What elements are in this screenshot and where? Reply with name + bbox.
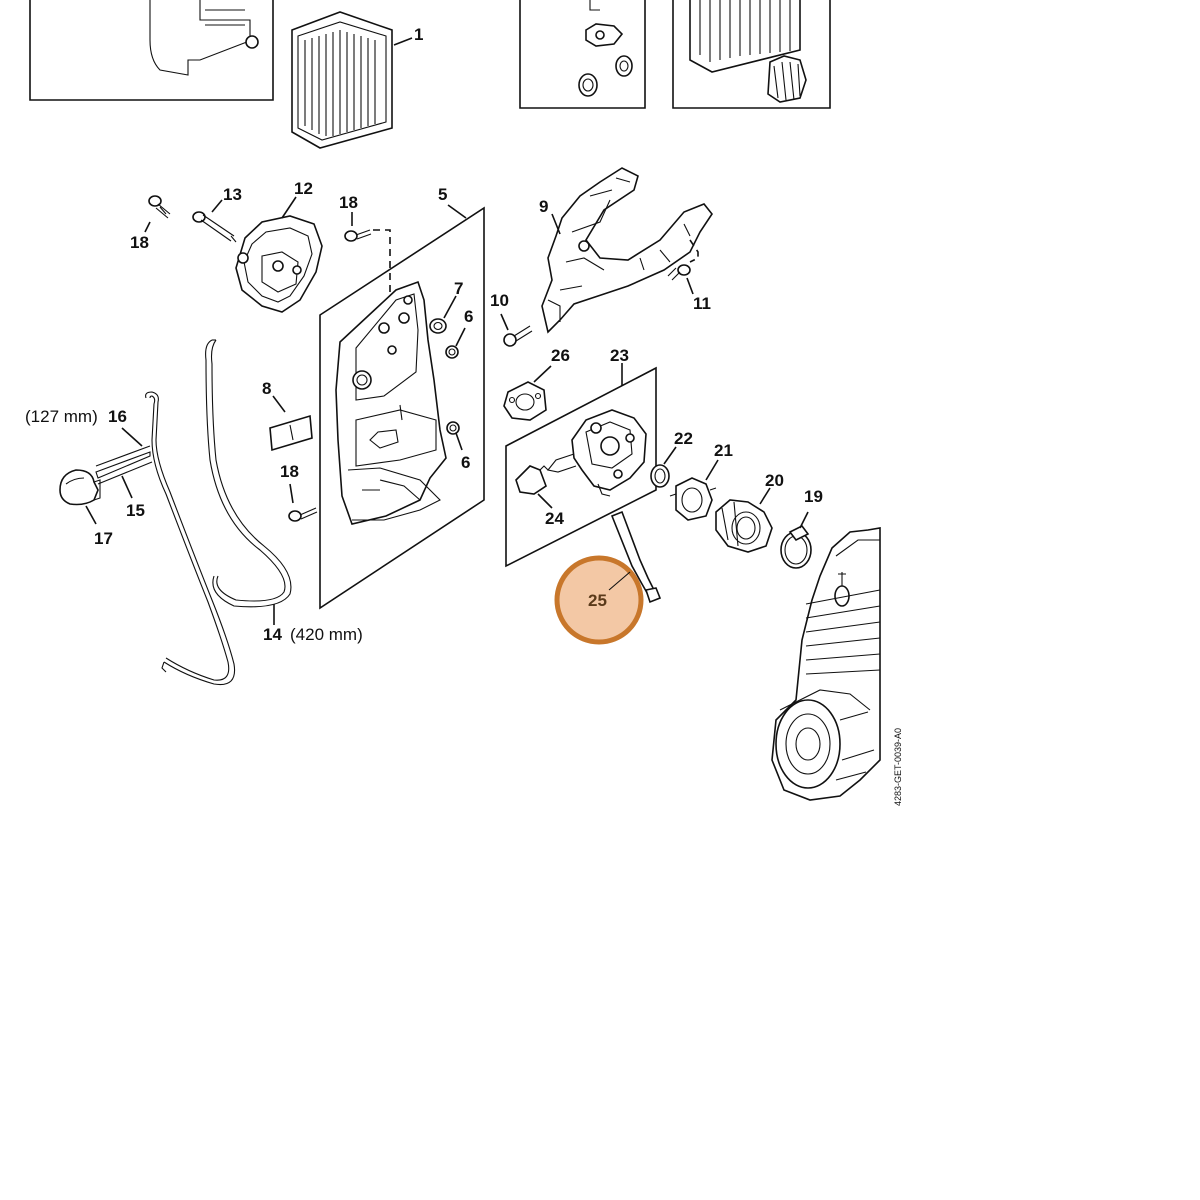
callout-25: 25 bbox=[588, 591, 607, 610]
carburetor-group-23-box bbox=[505, 366, 657, 568]
fuel-hose-14[interactable] bbox=[205, 339, 292, 608]
carburetor-box-5[interactable] bbox=[335, 280, 447, 525]
top-right-inset-box bbox=[672, 0, 831, 109]
callout-18c: 18 bbox=[280, 462, 299, 481]
callout-18b: 18 bbox=[339, 193, 358, 212]
screw-13[interactable] bbox=[192, 211, 237, 243]
fuel-line-15[interactable] bbox=[95, 445, 153, 485]
primer-knob-24[interactable] bbox=[515, 465, 549, 495]
fuel-hose-16[interactable] bbox=[145, 391, 236, 686]
callout-10: 10 bbox=[490, 291, 509, 310]
callout-5: 5 bbox=[438, 185, 447, 204]
callout-14: 14 bbox=[263, 625, 282, 644]
screw-18-c[interactable] bbox=[288, 507, 318, 522]
callout-14-length: (420 mm) bbox=[290, 625, 363, 644]
carburetor-23[interactable] bbox=[547, 409, 647, 497]
flange-21[interactable] bbox=[669, 477, 717, 521]
callout-17: 17 bbox=[94, 529, 113, 548]
top-left-inset-box bbox=[29, 0, 274, 101]
bracket-9[interactable] bbox=[541, 167, 713, 334]
highlight-marker-25[interactable]: 25 bbox=[554, 555, 644, 645]
callout-18a: 18 bbox=[130, 233, 149, 252]
callout-16: 16 bbox=[108, 407, 127, 426]
top-middle-inset-box bbox=[519, 0, 646, 109]
callout-24: 24 bbox=[545, 509, 564, 528]
callout-20: 20 bbox=[765, 471, 784, 490]
hose-25[interactable] bbox=[610, 510, 662, 604]
engine-block bbox=[771, 527, 881, 801]
callout-16-length: (127 mm) bbox=[25, 407, 98, 426]
callout-22: 22 bbox=[674, 429, 693, 448]
primer-bulb-17[interactable] bbox=[59, 469, 101, 506]
callout-8: 8 bbox=[262, 379, 271, 398]
callout-6b: 6 bbox=[461, 453, 470, 472]
screw-10[interactable] bbox=[503, 325, 533, 347]
drawing-code: 4283-GET-0039-A0 bbox=[893, 728, 903, 806]
seal-22[interactable] bbox=[650, 464, 670, 488]
grommet-6-b[interactable] bbox=[446, 421, 460, 435]
callout-15: 15 bbox=[126, 501, 145, 520]
callout-23: 23 bbox=[610, 346, 629, 365]
callout-19: 19 bbox=[804, 487, 823, 506]
callout-12: 12 bbox=[294, 179, 313, 198]
plate-8[interactable] bbox=[269, 414, 313, 452]
shroud-group-5-box bbox=[319, 206, 485, 610]
callout-6a: 6 bbox=[464, 307, 473, 326]
callout-9: 9 bbox=[539, 197, 548, 216]
gasket-26[interactable] bbox=[503, 381, 547, 421]
screw-18-a[interactable] bbox=[148, 195, 171, 219]
screw-11[interactable] bbox=[667, 264, 691, 281]
intake-manifold-20[interactable] bbox=[715, 499, 773, 553]
grommet-6-a[interactable] bbox=[445, 345, 459, 359]
screw-18-b[interactable] bbox=[344, 229, 372, 242]
callout-7: 7 bbox=[454, 279, 463, 298]
callout-11: 11 bbox=[693, 294, 711, 313]
grommet-7[interactable] bbox=[429, 318, 447, 334]
callout-26: 26 bbox=[551, 346, 570, 365]
callout-21: 21 bbox=[714, 441, 733, 460]
callout-13: 13 bbox=[223, 185, 242, 204]
callout-1: 1 bbox=[414, 25, 423, 44]
hose-clamp-19[interactable] bbox=[780, 524, 812, 569]
filter-housing-12[interactable] bbox=[235, 215, 323, 313]
air-filter-part[interactable] bbox=[291, 11, 393, 149]
